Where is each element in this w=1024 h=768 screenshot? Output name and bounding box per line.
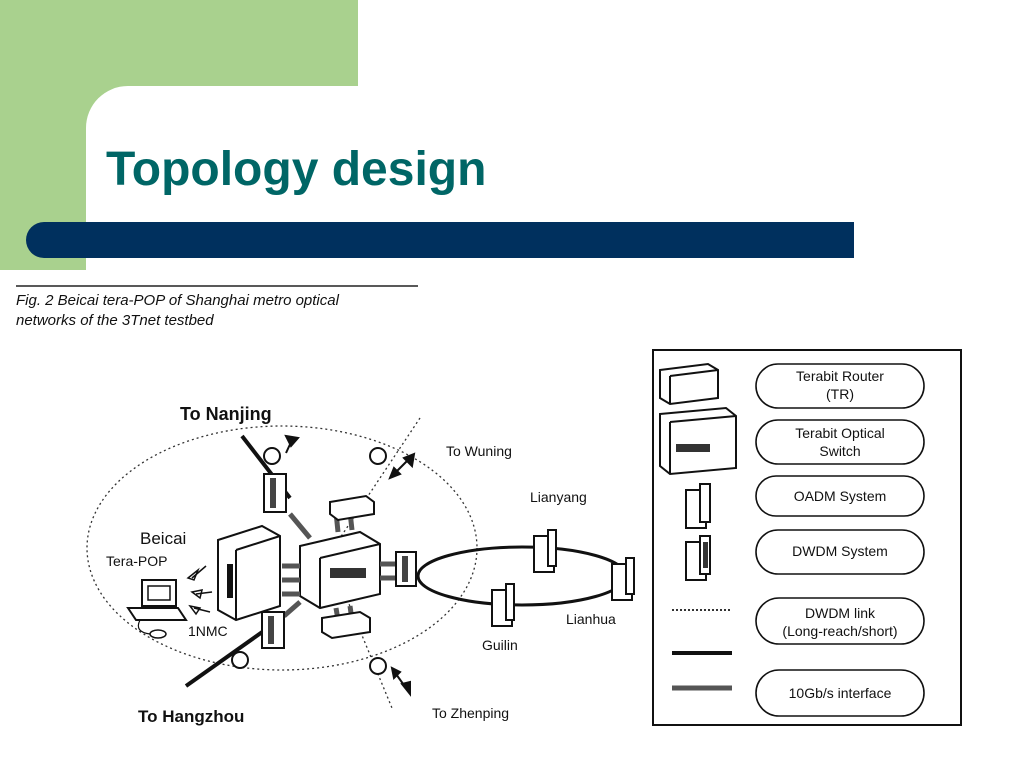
legend-interface-label: 10Gb/s interface [789, 685, 892, 701]
slide-title: Topology design [106, 143, 487, 196]
oadm-node-icon [369, 657, 387, 675]
legend-oadm-icon [685, 483, 711, 529]
label-guilin: Guilin [482, 637, 518, 653]
legend-router-label-1: Terabit Router [796, 368, 884, 384]
caption-line-2: networks of the 3Tnet testbed [16, 312, 214, 329]
legend-oadm-label: OADM System [794, 488, 887, 504]
oadm-ring-nodes [491, 529, 635, 627]
legend-switch-label-1: Terabit Optical [795, 425, 884, 441]
legend-dwdm-label: DWDM System [792, 543, 888, 559]
oadm-node-icon [231, 651, 249, 669]
legend-router-label-2: (TR) [826, 386, 854, 402]
oadm-node-icon [263, 447, 281, 465]
nmc-computer-icon [126, 579, 188, 639]
topology-diagram: Fig. 2 Beicai tera-POP of Shanghai metro… [16, 285, 962, 726]
label-beicai: Beicai [140, 529, 186, 548]
label-nmc: 1NMC [188, 623, 228, 639]
terabit-optical-switch [299, 530, 381, 610]
metro-ring [416, 545, 628, 607]
legend-dwdm-link-label-2: (Long-reach/short) [782, 623, 897, 639]
label-to-zhenping: To Zhenping [432, 705, 509, 721]
tera-pop-boundary [86, 425, 478, 671]
legend-switch-label-2: Switch [819, 443, 860, 459]
dwdm-system-units [261, 473, 417, 649]
caption-line-1: Fig. 2 Beicai tera-POP of Shanghai metro… [16, 292, 340, 309]
topology-figure: Fig. 2 Beicai tera-POP of Shanghai metro… [0, 268, 1024, 768]
label-to-nanjing: To Nanjing [180, 404, 272, 424]
label-to-wuning: To Wuning [446, 443, 512, 459]
legend-optical-switch-icon [659, 406, 737, 476]
arrow-icon [284, 434, 416, 697]
legend-dwdm-link-label-1: DWDM link [805, 605, 876, 621]
management-arrows [186, 565, 213, 616]
label-tera-pop: Tera-POP [106, 553, 167, 569]
label-to-hangzhou: To Hangzhou [138, 707, 244, 726]
legend-router-icon [659, 362, 719, 406]
title-underline-bar [26, 222, 854, 258]
terabit-router-beicai [217, 524, 281, 622]
label-lianhua: Lianhua [566, 611, 616, 627]
label-lianyang: Lianyang [530, 489, 587, 505]
legend-pills [755, 363, 925, 717]
legend-dwdm-icon [685, 535, 711, 581]
oadm-node-icon [369, 447, 387, 465]
